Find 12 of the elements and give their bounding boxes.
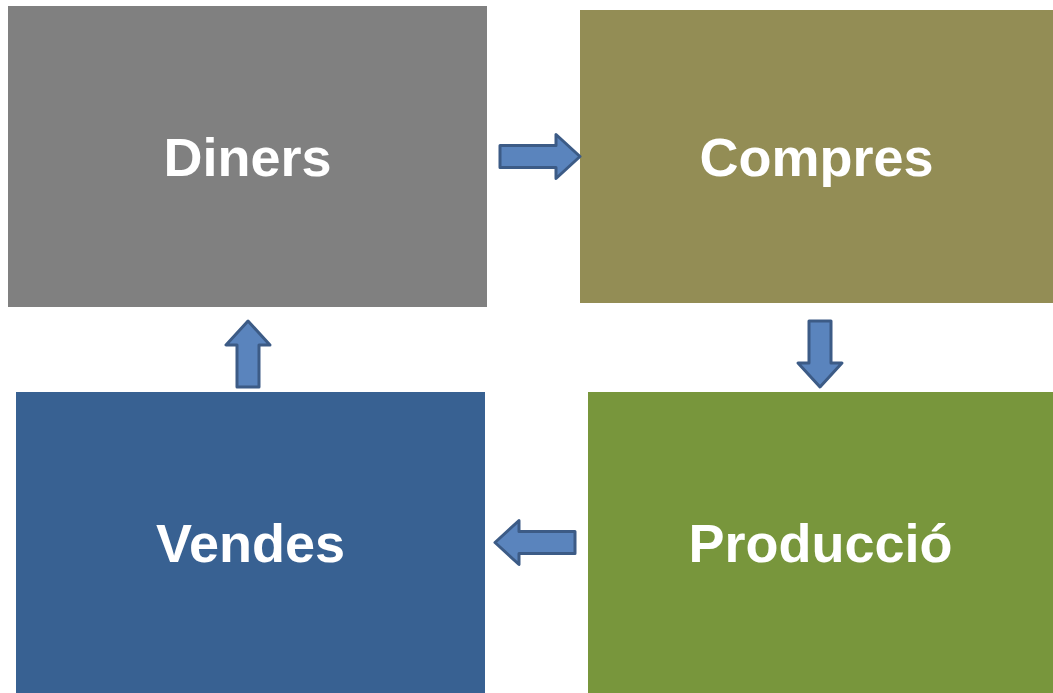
block-arrow [224, 319, 272, 389]
block-arrow [498, 133, 582, 180]
process-box [8, 6, 487, 307]
process-box [588, 392, 1053, 693]
block-arrow [796, 319, 844, 389]
box-label: Compres [699, 125, 934, 188]
process-box [580, 10, 1053, 303]
block-arrow [493, 519, 577, 566]
box-label: Vendes [155, 511, 346, 574]
process-box [16, 392, 485, 693]
box-label: Producció [688, 511, 953, 574]
box-label: Diners [163, 125, 332, 188]
